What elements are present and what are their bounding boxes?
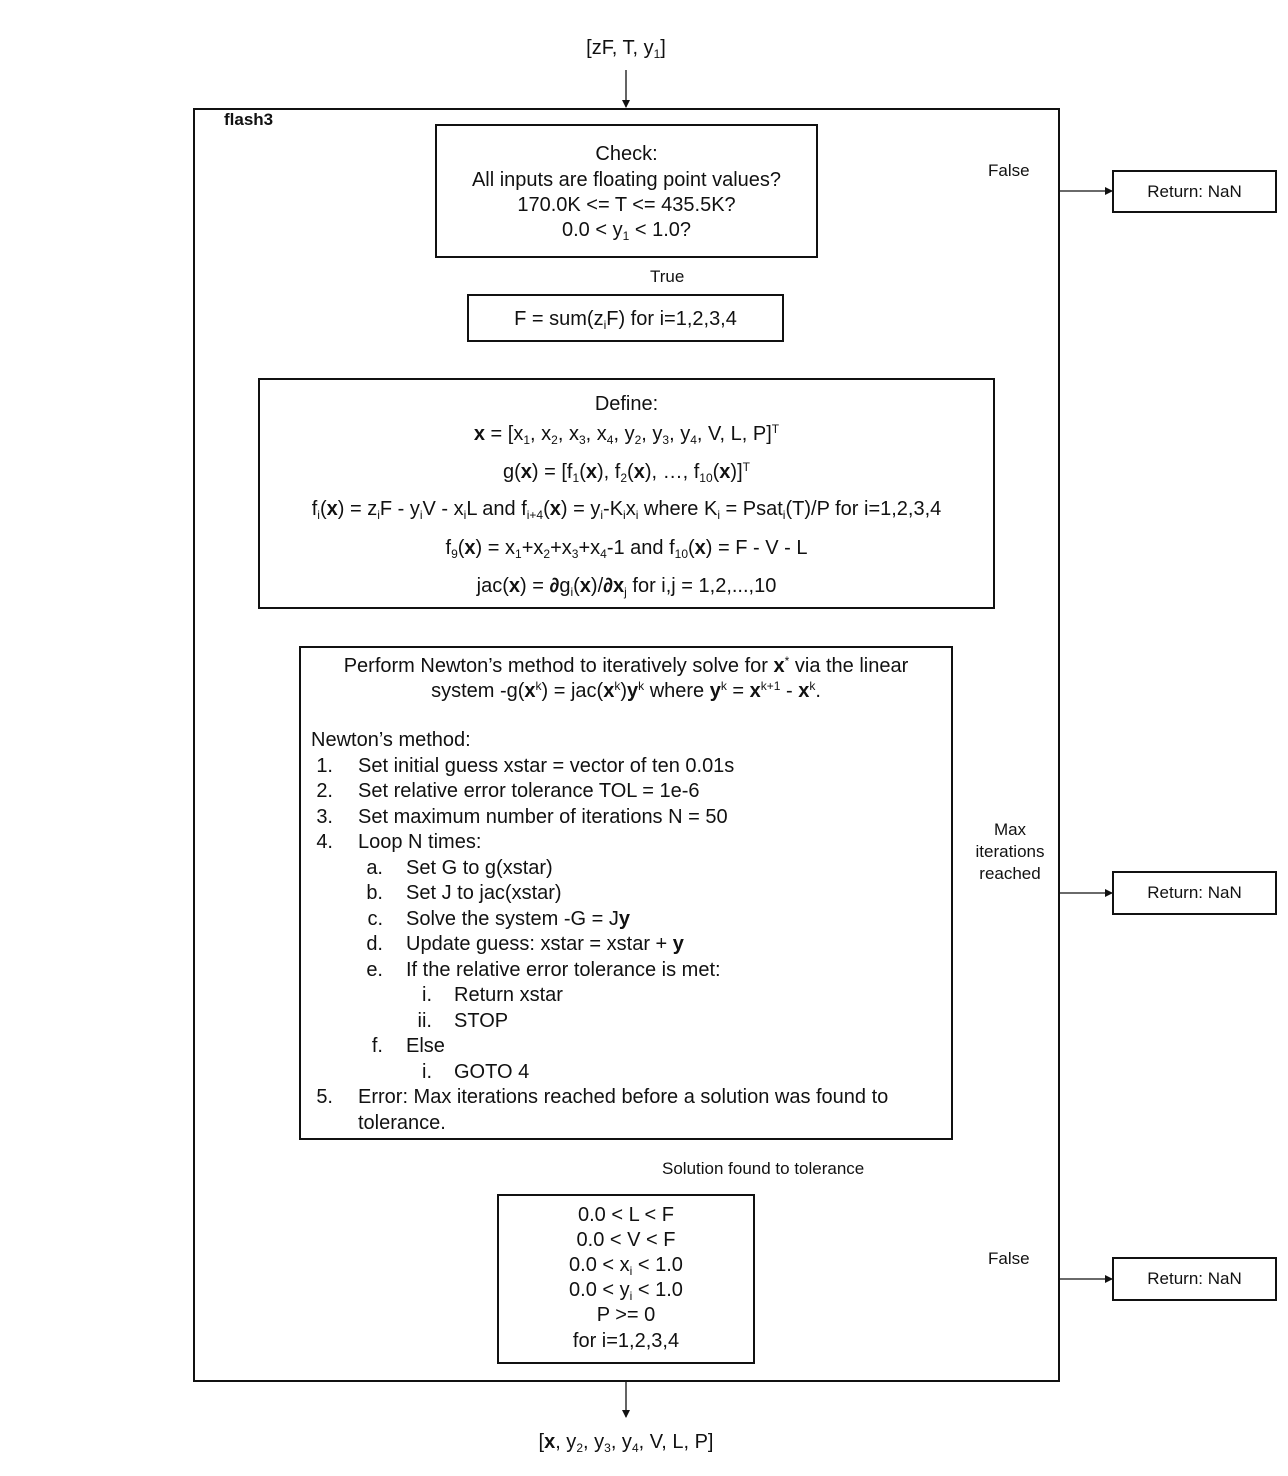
sum-box: F = sum(ziF) for i=1,2,3,4: [467, 294, 784, 342]
define-jacobian: jac(x) = ∂gi(x)/∂xj for i,j = 1,2,...,10: [476, 575, 777, 599]
check-yi: 0.0 < yi < 1.0: [569, 1279, 683, 1303]
true-label: True: [650, 267, 685, 286]
newton-box: Perform Newton’s method to iteratively s…: [299, 646, 953, 1140]
step-row: i.Return xstar: [422, 984, 563, 1006]
return-nan-box-1: Return: NaN: [1112, 170, 1277, 213]
solution-found-label: Solution found to tolerance: [662, 1159, 865, 1178]
check-float: All inputs are floating point values?: [471, 169, 782, 191]
check-p: P >= 0: [596, 1304, 656, 1326]
step-row: f.Else: [371, 1035, 445, 1057]
check-xi: 0.0 < xi < 1.0: [569, 1254, 683, 1278]
step-row: b.Set J to jac(xstar): [366, 882, 562, 904]
step-row: 2.Set relative error tolerance TOL = 1e-…: [316, 780, 700, 802]
step-row: tolerance.: [358, 1111, 446, 1134]
newton-intro-line-2: system -g(xk) = jac(xk)yk where yk = xk+…: [431, 679, 821, 702]
newton-intro-line-1: Perform Newton’s method to iteratively s…: [343, 654, 909, 677]
define-x-vector: x = [x1, x2, x3, x4, y2, y3, y4, V, L, P…: [473, 422, 780, 447]
step-row: 5.Error: Max iterations reached before a…: [316, 1086, 889, 1108]
check-range: for i=1,2,3,4: [572, 1330, 680, 1352]
step-row: i.GOTO 4: [422, 1060, 530, 1083]
define-f-equations: fi(x) = ziF - yiV - xiL and fi+4(x) = yi…: [311, 498, 942, 522]
define-title: Define:: [594, 393, 659, 415]
return-nan-box-2: Return: NaN: [1112, 871, 1277, 915]
step-row: 1.Set initial guess xstar = vector of te…: [316, 754, 735, 777]
max-iterations-label: Max iterations reached: [975, 820, 1045, 883]
step-row: d.Update guess: xstar = xstar + y: [366, 933, 684, 955]
output-label: [x, y2, y3, y4, V, L, P]: [538, 1431, 714, 1455]
module-name: flash3: [224, 110, 274, 129]
check-y1: 0.0 < y1 < 1.0?: [561, 219, 691, 243]
return-nan-box-3: Return: NaN: [1112, 1257, 1277, 1301]
solution-check-box: 0.0 < L < F 0.0 < V < F 0.0 < xi < 1.0 0…: [497, 1194, 755, 1364]
define-f9-f10: f9(x) = x1+x2+x3+x4-1 and f10(x) = F - V…: [445, 537, 808, 561]
step-row: 3.Set maximum number of iterations N = 5…: [316, 805, 728, 828]
check-l: 0.0 < L < F: [578, 1204, 674, 1226]
input-check-box: Check: All inputs are floating point val…: [435, 124, 818, 258]
define-box: Define: x = [x1, x2, x3, x4, y2, y3, y4,…: [258, 378, 995, 609]
sum-equation: F = sum(ziF) for i=1,2,3,4: [514, 308, 737, 332]
step-row: c.Solve the system -G = Jy: [367, 907, 630, 930]
step-row: 4.Loop N times:: [316, 831, 482, 853]
newton-steps: Newton’s method: 1.Set initial guess xst…: [311, 728, 941, 1136]
newton-heading: Newton’s method:: [311, 729, 471, 751]
input-label: [zF, T, y1]: [586, 37, 666, 61]
false-label-final: False: [988, 1249, 1030, 1268]
define-g-vector: g(x) = [f1(x), f2(x), …, f10(x)]T: [503, 460, 750, 485]
check-title: Check:: [595, 143, 658, 165]
step-row: ii.STOP: [417, 1009, 509, 1032]
check-v: 0.0 < V < F: [576, 1229, 676, 1251]
false-label-check: False: [988, 161, 1030, 180]
step-row: a.Set G to g(xstar): [366, 856, 553, 879]
step-row: e.If the relative error tolerance is met…: [366, 958, 721, 981]
check-temperature: 170.0K <= T <= 435.5K?: [517, 194, 736, 216]
